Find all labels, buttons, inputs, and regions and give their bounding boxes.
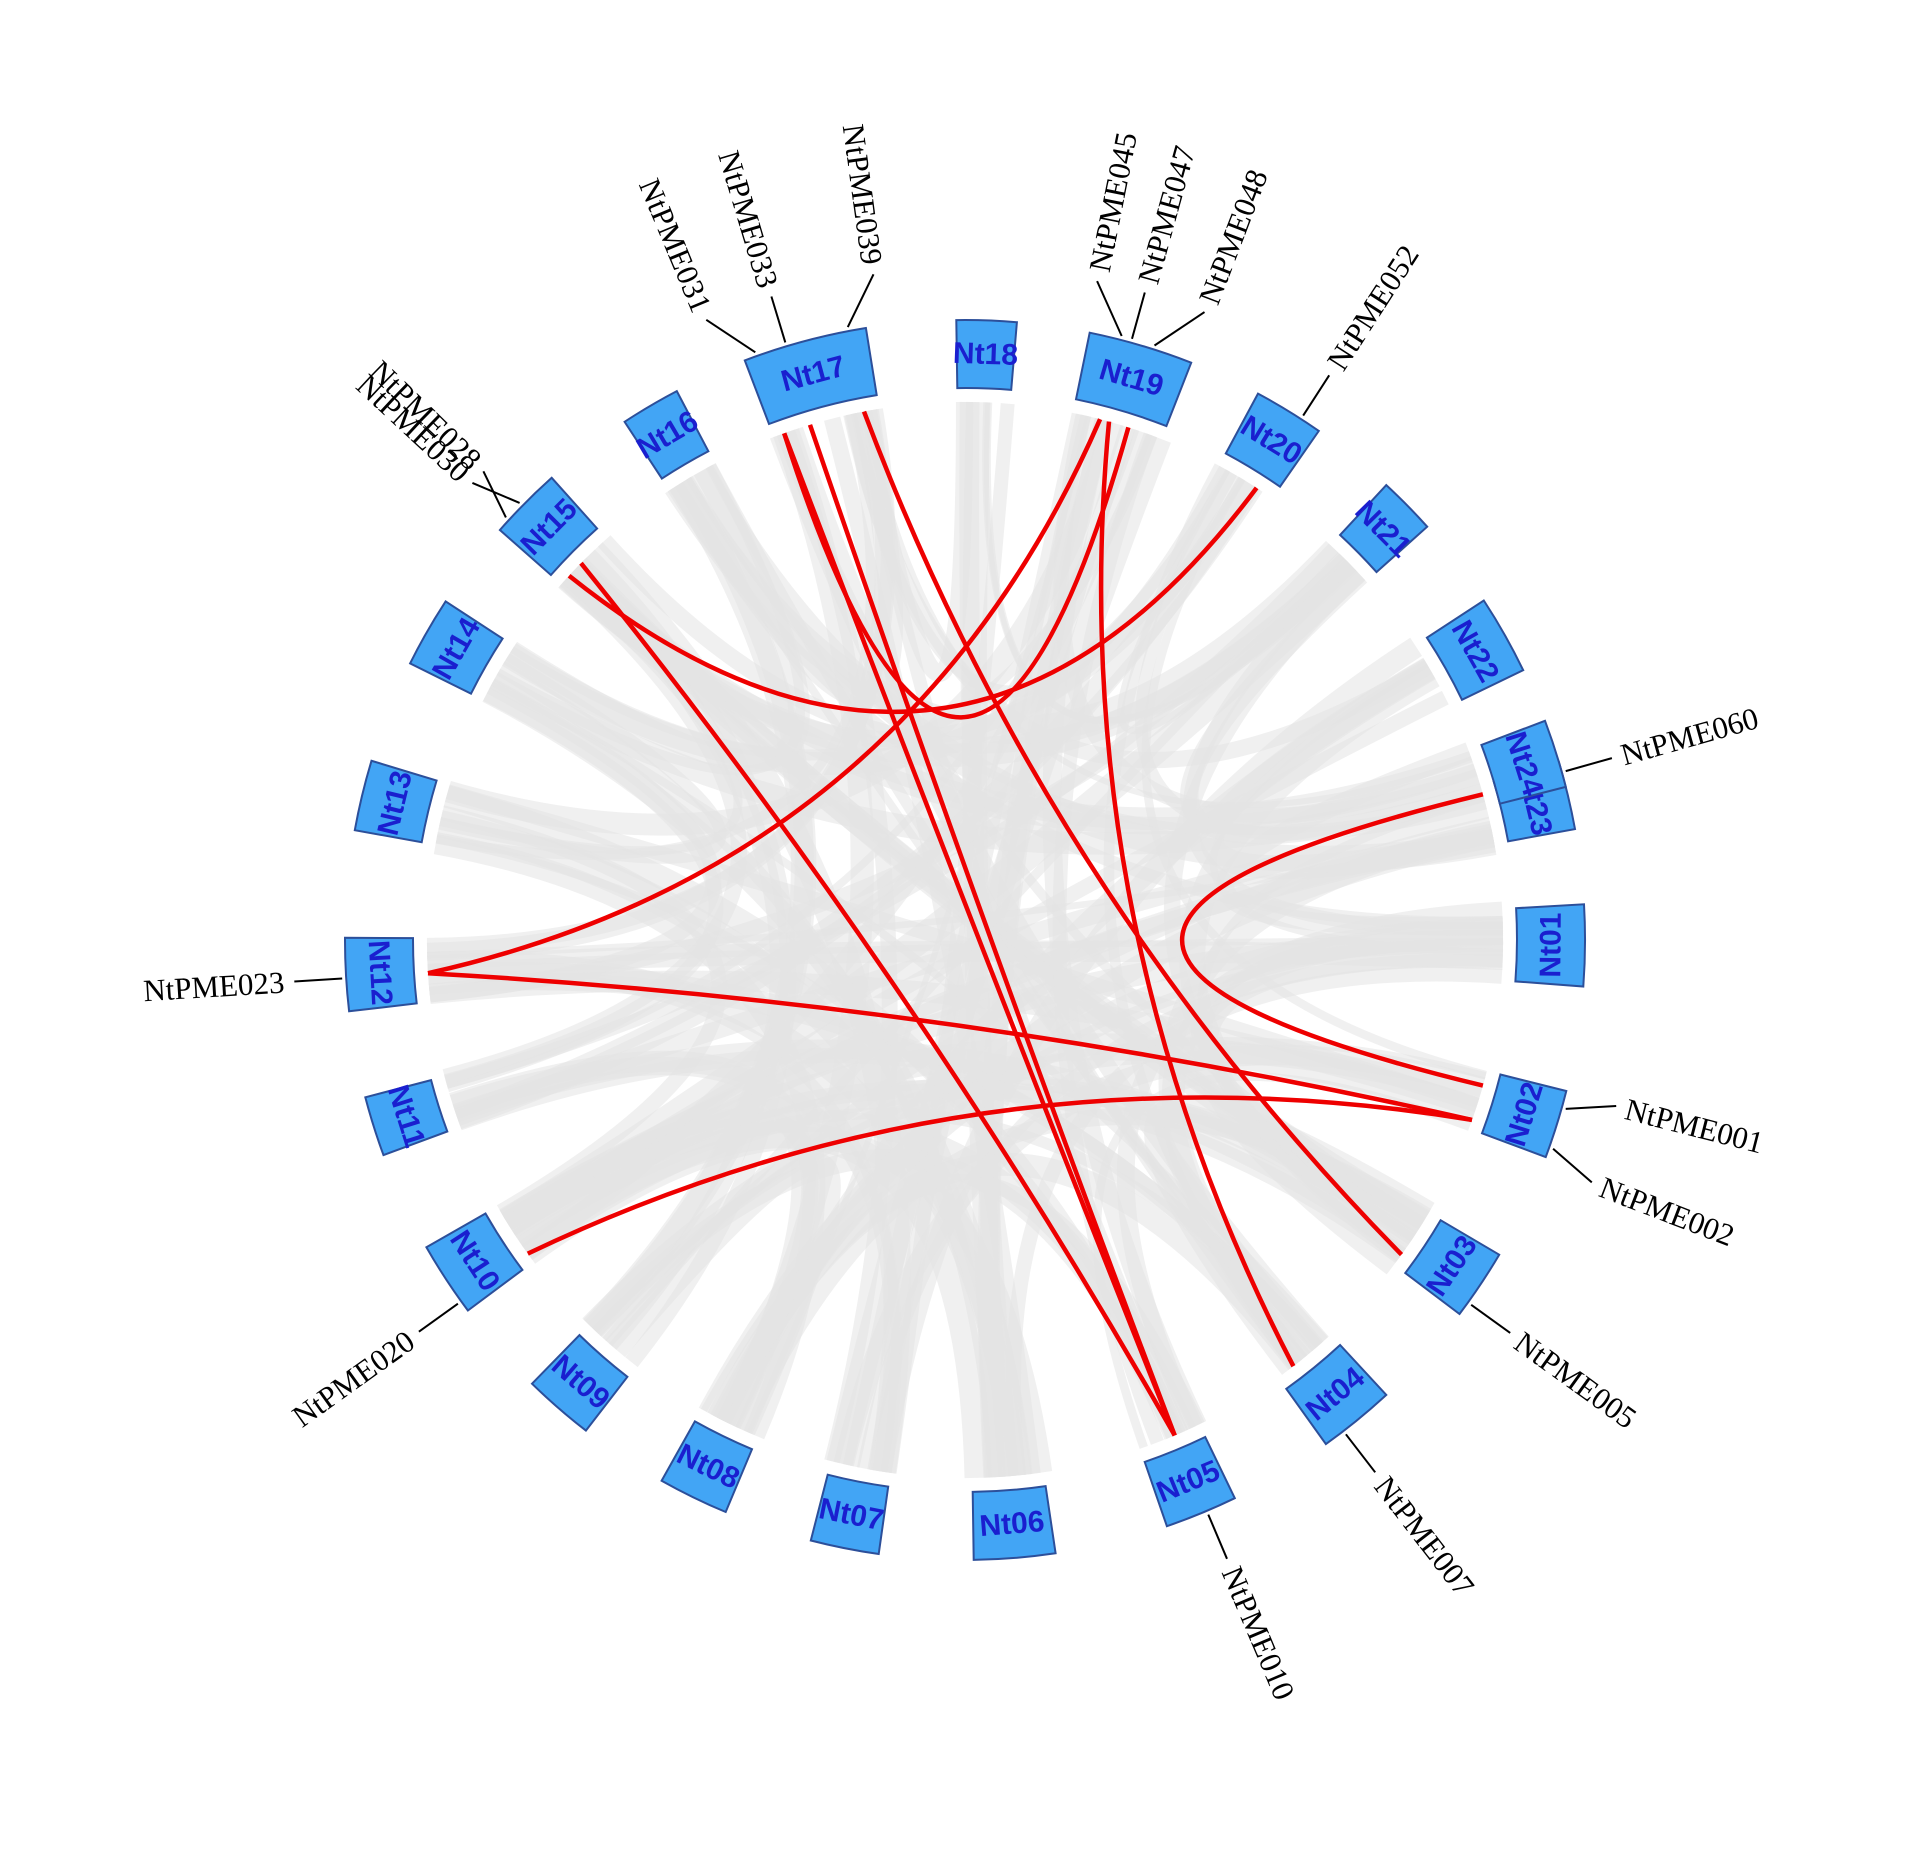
gene-label-ntpme031: NtPME031: [632, 173, 719, 317]
gene-label-ntpme047: NtPME047: [1131, 142, 1202, 287]
chromosome-nt16: [623, 389, 710, 480]
gene-label-ntpme039: NtPME039: [836, 122, 890, 267]
chromosome-label-nt06: Nt06: [978, 1505, 1045, 1543]
chromosome-nt24: [1480, 719, 1568, 805]
background-link: [1006, 966, 1503, 1477]
background-link: [605, 552, 1345, 1347]
gene-leader-line: [846, 273, 875, 328]
chromosome-label-nt01: Nt01: [1534, 912, 1568, 977]
gene-label-ntpme005: NtPME005: [1508, 1325, 1643, 1436]
gene-label-ntpme045: NtPME045: [1082, 129, 1144, 274]
gene-label-ntpme007: NtPME007: [1367, 1470, 1481, 1603]
chromosome-nt05: [1143, 1435, 1237, 1528]
chromosome-nt17: [743, 326, 878, 426]
duplication-link-ntpme002-ntpme023: [427, 970, 1473, 1123]
chromosome-nt22: [1425, 599, 1525, 702]
gene-label-ntpme052: NtPME052: [1320, 239, 1426, 377]
chromosome-nt01: [1514, 903, 1587, 988]
chromosome-nt02: [1480, 1073, 1568, 1159]
gene-label-ntpme001: NtPME001: [1622, 1092, 1768, 1161]
gene-label-ntpme060: NtPME060: [1617, 700, 1762, 772]
background-link: [427, 836, 1495, 959]
gene-leader-line: [418, 1302, 459, 1333]
gene-leader-line: [1131, 292, 1146, 340]
chromosome-nt19: [1074, 331, 1193, 428]
gene-leader-line: [770, 296, 787, 343]
gene-leader-line: [705, 318, 756, 354]
gene-label-ntpme033: NtPME033: [711, 147, 785, 292]
gene-label-ntpme020: NtPME020: [286, 1323, 421, 1434]
gene-leader-line: [1207, 1514, 1228, 1560]
background-link: [584, 476, 814, 1334]
background-link: [1216, 742, 1504, 936]
duplication-link-ntpme007-ntpme047: [1098, 421, 1296, 1368]
gene-leader-line: [1096, 280, 1123, 337]
chromosome-nt10: [425, 1212, 524, 1312]
chromosome-nt20: [1224, 392, 1321, 489]
background-link: [855, 401, 974, 682]
background-link: [449, 1056, 900, 1473]
gene-label-ntpme010: NtPME010: [1215, 1561, 1302, 1705]
background-link: [565, 560, 1422, 1247]
gene-leader-line: [1345, 1433, 1376, 1473]
chromosome-label-nt18: Nt18: [952, 337, 1018, 372]
chromosome-nt04: [1284, 1343, 1388, 1446]
background-link: [1042, 417, 1207, 1430]
gene-label-ntpme048: NtPME048: [1192, 165, 1275, 309]
gene-leader-line: [482, 470, 507, 518]
chromosome-ring: Nt01Nt02Nt03Nt04Nt05Nt06Nt07Nt08Nt09Nt10…: [343, 319, 1587, 1561]
chromosome-nt18: [955, 319, 1018, 391]
gene-leader-line: [1470, 1303, 1511, 1334]
background-link: [667, 476, 1346, 744]
gene-leader-line: [1153, 311, 1206, 347]
duplication-link-ntpme031-ntpme048: [782, 426, 1131, 720]
duplication-link-ntpme030-ntpme010: [579, 561, 1177, 1437]
duplication-link-ntpme023-ntpme045: [427, 418, 1103, 976]
gene-leader-line: [1302, 374, 1331, 417]
chromosome-nt06: [971, 1484, 1057, 1561]
gene-leader-line: [1565, 757, 1613, 773]
chromosome-nt12: [343, 936, 418, 1013]
gene-label-ntpme023: NtPME023: [142, 965, 285, 1009]
chromosome-nt11: [364, 1078, 449, 1157]
duplication-link-ntpme020-ntpme002: [526, 1095, 1473, 1256]
chromosome-label-nt12: Nt12: [362, 939, 399, 1006]
background-synteny-links: [426, 401, 1504, 1479]
chromosome-nt09: [530, 1333, 629, 1433]
chromosome-nt14: [408, 600, 504, 696]
gene-leader-line: [294, 977, 343, 983]
gene-leader-line: [1552, 1147, 1593, 1184]
chromosome-nt08: [660, 1420, 754, 1514]
chromosome-nt15: [498, 476, 599, 577]
chromosome-nt03: [1403, 1218, 1501, 1316]
chromosome-nt21: [1338, 483, 1429, 574]
gene-leader-line: [1565, 1105, 1617, 1110]
chromosome-nt07: [809, 1473, 890, 1556]
duplication-link-ntpme001-ntpme060: [1180, 792, 1484, 1088]
segmental-duplication-links: [427, 410, 1484, 1437]
duplication-link-ntpme005-ntpme039: [861, 410, 1404, 1257]
gene-label-ntpme002: NtPME002: [1595, 1170, 1739, 1254]
chromosome-nt13: [353, 759, 438, 844]
background-link: [453, 476, 1260, 1130]
duplication-link-ntpme010-ntpme033: [807, 424, 1177, 1437]
gene-leader-line: [472, 481, 520, 504]
